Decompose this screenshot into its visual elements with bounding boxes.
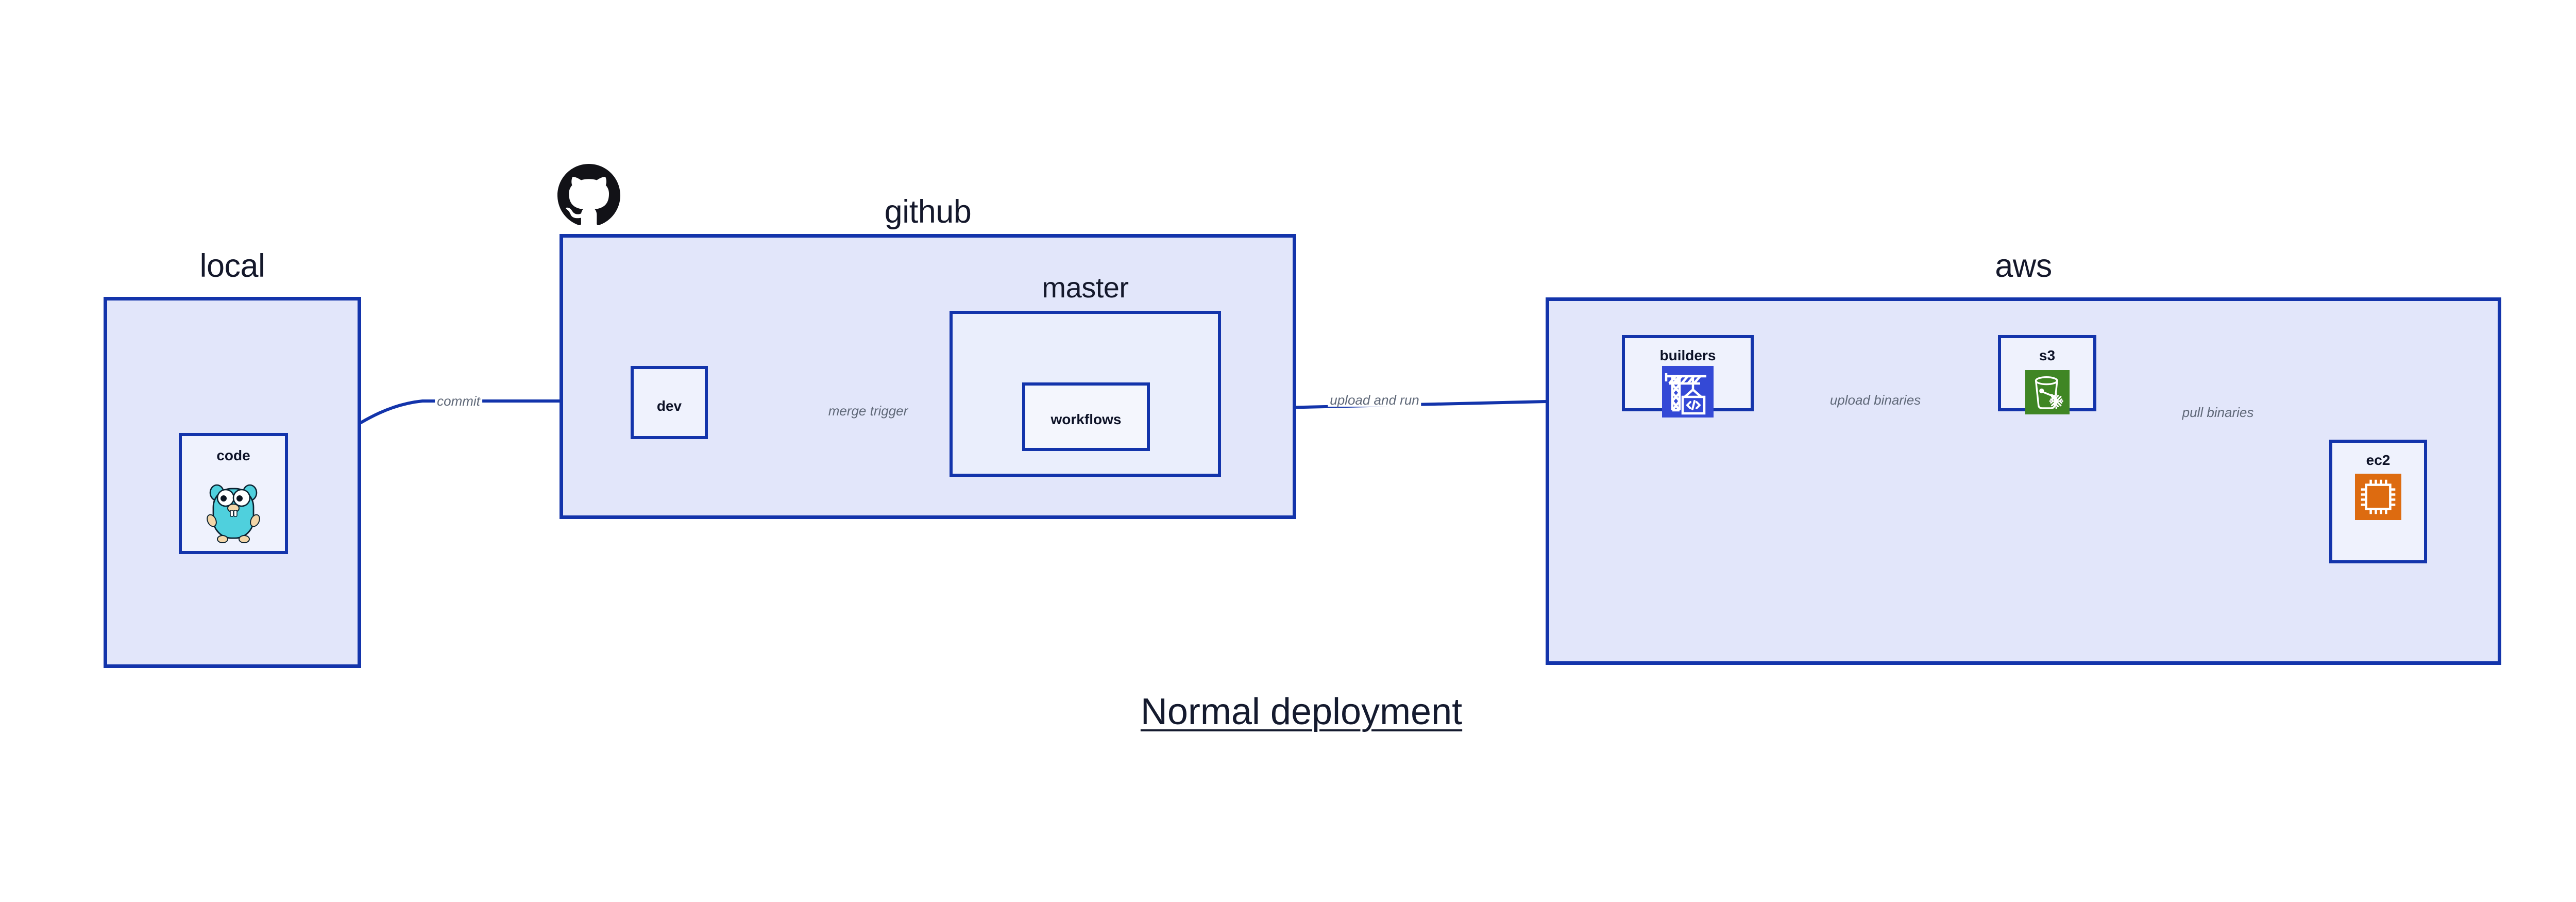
node-code[interactable]: code <box>179 433 288 554</box>
group-title-master: master <box>1042 271 1129 304</box>
group-title-local: local <box>199 248 265 284</box>
node-s3[interactable]: s3 <box>1998 335 2096 414</box>
edge-label-merge-trigger: merge trigger <box>826 404 910 417</box>
node-label-s3: s3 <box>2039 347 2056 363</box>
aws-builders-crane-icon <box>1662 366 1714 417</box>
node-label-ec2: ec2 <box>2366 452 2391 468</box>
group-title-aws: aws <box>1995 248 2052 284</box>
node-label-workflows: workflows <box>1050 411 1122 427</box>
node-label-dev: dev <box>656 398 682 414</box>
edge-label-upload-binaries: upload binaries <box>1827 393 1923 407</box>
aws-s3-bucket-icon <box>2025 370 2070 414</box>
node-builders-body <box>1622 335 1754 417</box>
github-octocat-logo <box>557 164 620 225</box>
edge-label-commit: commit <box>435 394 482 408</box>
node-workflows[interactable]: workflows <box>1022 382 1150 451</box>
diagram-caption: Normal deployment <box>1140 691 1463 732</box>
go-gopher-icon <box>207 484 260 543</box>
group-title-github: github <box>884 194 972 230</box>
node-label-builders: builders <box>1659 347 1716 363</box>
edge-label-pull-binaries: pull binaries <box>2180 406 2256 419</box>
node-ec2[interactable]: ec2 <box>2329 440 2427 563</box>
aws-ec2-chip-icon <box>2355 474 2401 520</box>
edge-label-upload-and-run: upload and run <box>1328 393 1421 407</box>
node-dev[interactable]: dev <box>631 366 708 439</box>
node-label-code: code <box>216 447 250 463</box>
